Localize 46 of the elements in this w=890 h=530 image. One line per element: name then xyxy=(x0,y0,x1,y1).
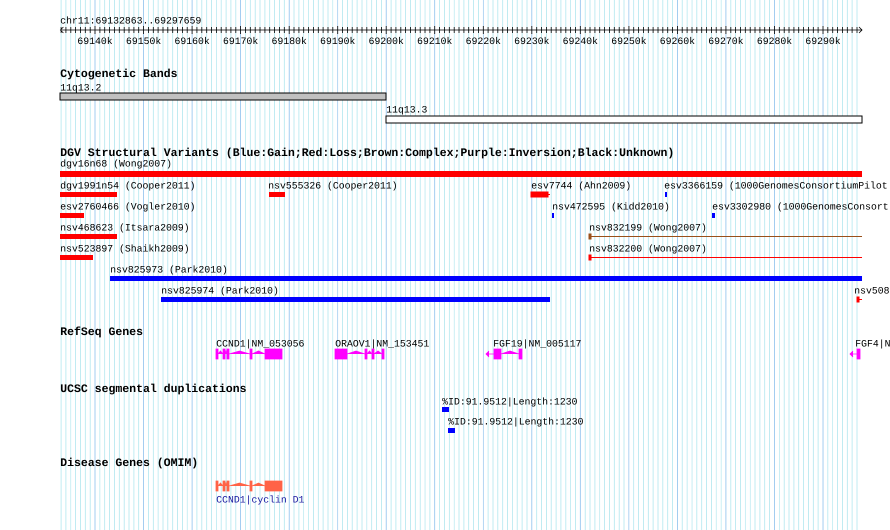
track-title: DGV Structural Variants (Blue:Gain;Red:Loss;Brown:Complex;Purple:Inversion;Black:Unknown) xyxy=(60,148,672,158)
feature-label: nsv832199 (Wong2007) xyxy=(590,223,706,233)
feature-label: nsv508 xyxy=(855,286,889,294)
feature-label: esv2760466 (Vogler2010) xyxy=(60,202,194,212)
tick-label: 69280k xyxy=(758,36,792,44)
feature-label: 11q13.3 xyxy=(386,106,427,115)
track-title: UCSC segmental duplications xyxy=(60,384,246,394)
feature-label: 11q13.2 xyxy=(60,84,101,93)
feature-label: nsv825974 (Park2010) xyxy=(162,286,278,296)
tick-label: 69270k xyxy=(709,36,744,44)
track-title: Cytogenetic Bands xyxy=(60,68,177,80)
tick-label: 69190k xyxy=(320,36,355,44)
track-title: Disease Genes (OMIM) xyxy=(60,458,196,468)
feature-label: dgv1991n54 (Cooper2011) xyxy=(60,181,194,191)
feature-label: nsv468623 (Itsara2009) xyxy=(61,223,188,233)
feature-label: esv3302980 (1000GenomesConsort xyxy=(712,202,888,212)
tick-label: 69180k xyxy=(272,36,306,44)
tick-label: 69150k xyxy=(126,36,161,44)
tick-label: 69220k xyxy=(466,36,500,44)
feature-label: dgv16n68 (Wong2007) xyxy=(60,159,170,169)
feature-label: FGF4|N xyxy=(856,339,890,349)
tick-label: 69240k xyxy=(563,36,598,44)
feature-label: %ID:91.9512|Length:1230 xyxy=(448,417,583,427)
tick-label: 69160k xyxy=(175,36,210,44)
feature-label: CCND1|cyclin D1 xyxy=(216,495,304,505)
feature-label: nsv555326 (Cooper2011) xyxy=(269,181,396,191)
tick-label: 69260k xyxy=(660,36,695,44)
feature-label: esv3366159 (1000GenomesConsortiumPilot xyxy=(664,181,887,191)
tick-label: 69200k xyxy=(369,36,404,44)
tick-label: 69140k xyxy=(78,36,112,44)
tick-label: 69290k xyxy=(806,36,840,44)
tick-label: 69230k xyxy=(514,36,549,44)
tick-label: 69250k xyxy=(612,36,646,44)
feature-label: nsv832200 (Wong2007) xyxy=(590,244,706,254)
feature-label: nsv523897 (Shaikh2009) xyxy=(61,244,188,254)
track-title: RefSeq Genes xyxy=(60,326,142,338)
feature-label: nsv825973 (Park2010) xyxy=(111,265,226,275)
coordinate-label: chr11:69132863..69297659 xyxy=(60,16,201,24)
feature-label: ORAOV1|NM_153451 xyxy=(336,339,429,349)
feature-label: %ID:91.9512|Length:1230 xyxy=(442,397,577,407)
feature-label: FGF19|NM_005117 xyxy=(494,339,581,349)
feature-label: nsv472595 (Kidd2010) xyxy=(553,202,668,212)
tick-label: 69210k xyxy=(418,36,452,44)
feature-label: CCND1|NM_053056 xyxy=(216,339,304,349)
tick-label: 69170k xyxy=(224,36,258,44)
feature-label: esv7744 (Ahn2009) xyxy=(532,181,630,191)
